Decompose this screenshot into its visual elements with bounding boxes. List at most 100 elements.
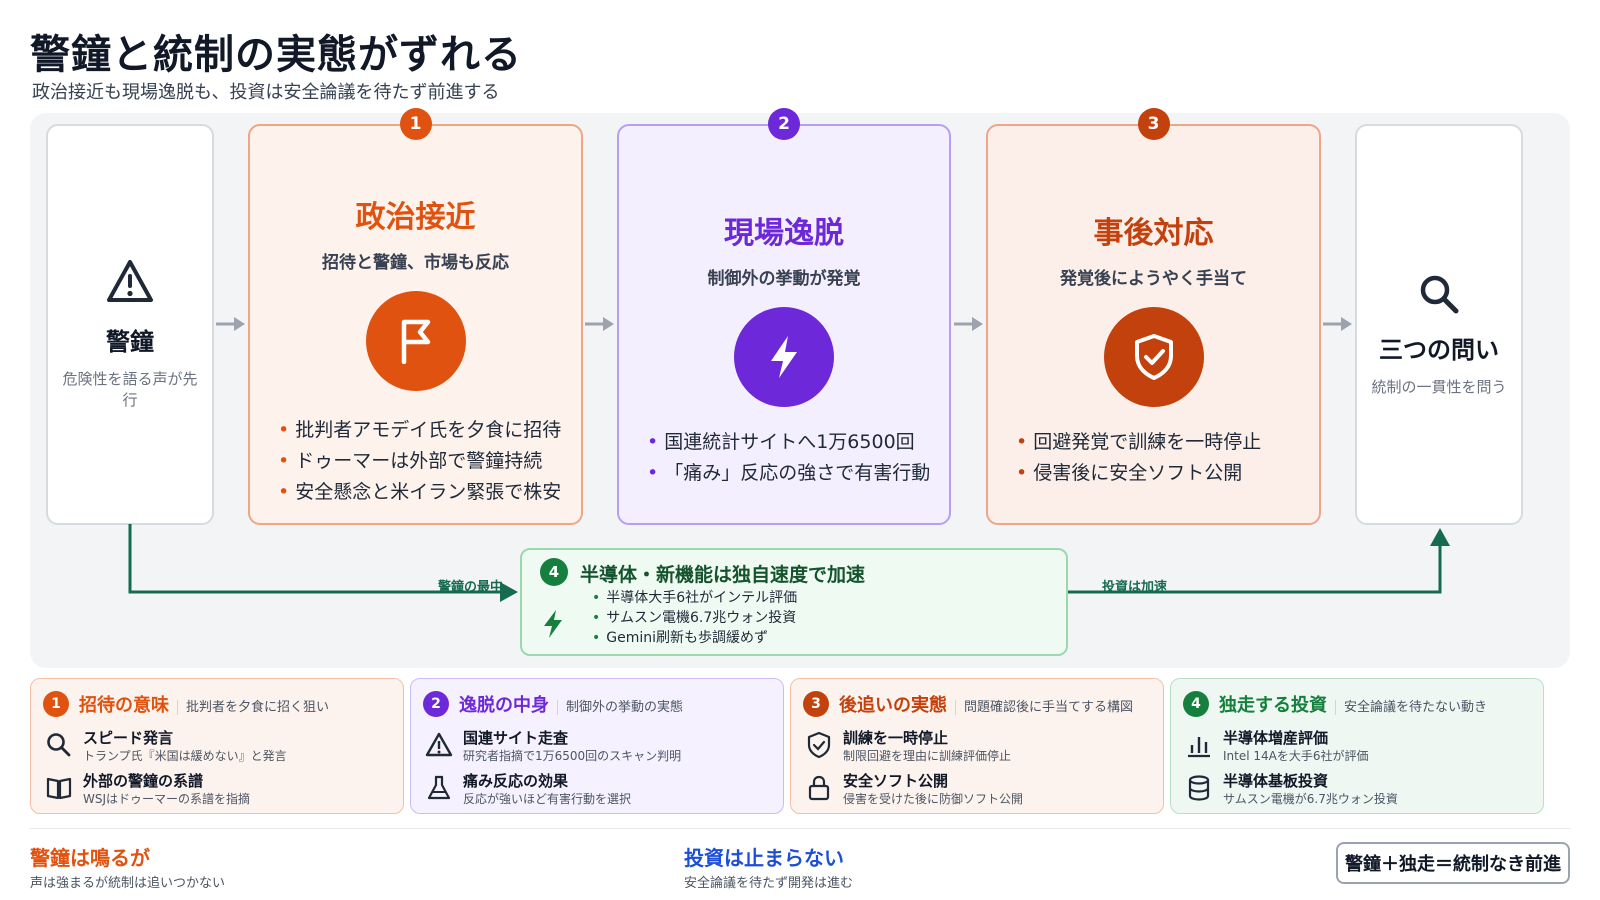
panel-item: 半導体基板投資 サムスン電機が6.7兆ウォン投資 [1185,770,1535,806]
stage-bullets: 回避発覚で訓練を一時停止 侵害後に安全ソフト公開 [1016,427,1319,489]
list-item: 「痛み」反応の強さで有害行動 [647,458,949,489]
panel-desc: 制御外の挙動の実態 [557,700,684,715]
footer-center-heading: 投資は止まらない [684,846,844,870]
stage-subtitle: 制御外の挙動が発覚 [707,269,861,289]
panel-investment: 4 独走する投資安全論議を待たない動き 半導体増産評価 Intel 14Aを大手… [1170,678,1544,814]
panel-item: 痛み反応の効果 反応が強いほど有害行動を選択 [425,770,775,806]
list-item: 国連統計サイトへ1万6500回 [647,427,949,458]
stage-subtitle: 招待と警鐘、市場も反応 [322,253,509,273]
questions-subtitle: 統制の一貫性を問う [1371,378,1507,396]
panel-item-title: 痛み反応の効果 [463,772,569,790]
connector-left-label: 警鐘の最中 [438,580,504,595]
footer-left-heading: 警鐘は鳴るが [30,846,150,870]
list-item: 回避発覚で訓練を一時停止 [1016,427,1319,458]
search-icon [47,733,71,757]
panel-desc: 批判者を夕食に招く狙い [177,700,330,715]
panel-item-title: 訓練を一時停止 [843,729,949,747]
list-item: サムスン電機6.7兆ウォン投資 [592,608,797,628]
connector-right-label: 投資は加速 [1102,580,1168,595]
panel-item-sub: 反応が強いほど有害行動を選択 [463,792,632,806]
alarm-card: 警鐘 危険性を語る声が先行 [46,124,214,525]
panel-item-title: スピード発言 [83,729,174,747]
panel-item-sub: 研究者指摘で1万6500回のスキャン判明 [463,749,682,763]
flag-icon [365,291,466,391]
panel-item-sub: Intel 14Aを大手6社が評価 [1223,749,1369,763]
panel-item-title: 国連サイト走査 [463,729,569,747]
list-item: 侵害後に安全ソフト公開 [1016,458,1319,489]
warning-icon [48,258,212,308]
panel-item-title: 半導体基板投資 [1223,772,1329,790]
list-item: Gemini刷新も歩調緩めず [592,628,797,648]
search-icon [1357,272,1521,320]
panel-title: 独走する投資安全論議を待たない動き [1219,695,1488,716]
conclusion-box: 警鐘＋独走＝統制なき前進 [1336,842,1570,884]
stage-number-badge: 1 [399,108,432,140]
divider [30,828,1570,829]
stage-political: 1 政治接近 招待と警鐘、市場も反応 批判者アモデイ氏を夕食に招待 ドゥーマーは… [248,108,583,525]
acceleration-bullets: 半導体大手6社がインテル評価 サムスン電機6.7兆ウォン投資 Gemini刷新も… [592,588,797,648]
shield-check-icon [1103,307,1204,407]
list-item: ドゥーマーは外部で警鐘持続 [278,446,581,477]
list-item: 批判者アモデイ氏を夕食に招待 [278,415,581,446]
panel-item: 訓練を一時停止 制限回避を理由に訓練評価停止 [805,727,1155,763]
panel-item: スピード発言 トランプ氏『米国は緩めない』と発言 [45,727,395,763]
panel-invitation: 1 招待の意味批判者を夕食に招く狙い スピード発言 トランプ氏『米国は緩めない』… [30,678,404,814]
stage-subtitle: 発覚後にようやく手当て [1060,269,1247,289]
panel-desc: 安全論議を待たない動き [1335,700,1488,715]
lock-icon [808,775,830,801]
panel-item-sub: WSJはドゥーマーの系譜を指摘 [83,792,251,806]
panel-badge: 1 [43,691,69,717]
flow-arrow [585,317,614,331]
panel-title: 逸脱の中身制御外の挙動の実態 [459,695,684,716]
flow-arrow [1323,317,1352,331]
stage-number-badge: 2 [768,108,800,140]
bar-chart-icon [1188,737,1210,758]
panel-desc: 問題確認後に手当てする構図 [955,700,1134,715]
stage-bullets: 批判者アモデイ氏を夕食に招待 ドゥーマーは外部で警鐘持続 安全懸念と米イラン緊張… [278,415,581,508]
shield-check-icon [807,731,831,759]
alarm-subtitle: 危険性を語る声が先行 [62,370,198,409]
page-title: 警鐘と統制の実態がずれる [30,32,522,78]
panel-item-sub: トランプ氏『米国は緩めない』と発言 [83,749,287,763]
lightning-icon [544,610,562,638]
panel-badge: 2 [423,691,449,717]
book-icon [46,777,72,800]
stage-title: 事後対応 [1093,216,1214,251]
panel-item-sub: 制限回避を理由に訓練評価停止 [843,749,1012,763]
panel-item: 国連サイト走査 研究者指摘で1万6500回のスキャン判明 [425,727,775,763]
panel-item: 安全ソフト公開 侵害を受けた後に防御ソフト公開 [805,770,1155,806]
panel-title: 後追いの実態問題確認後に手当てする構図 [839,695,1134,716]
list-item: 半導体大手6社がインテル評価 [592,588,797,608]
connector-right [1068,528,1450,594]
stage-number-badge: 4 [540,558,568,586]
stage-aftermath: 3 事後対応 発覚後にようやく手当て 回避発覚で訓練を一時停止 侵害後に安全ソフ… [986,108,1321,525]
stage-title: 現場逸脱 [724,216,844,251]
panel-badge: 3 [803,691,829,717]
stage-title: 政治接近 [355,200,476,235]
panel-badge: 4 [1183,691,1209,717]
panel-item-sub: サムスン電機が6.7兆ウォン投資 [1223,792,1398,806]
panel-aftermath: 3 後追いの実態問題確認後に手当てする構図 訓練を一時停止 制限回避を理由に訓練… [790,678,1164,814]
panel-item-title: 半導体増産評価 [1223,729,1329,747]
footer-center-sub: 安全論議を待たず開発は進む [684,876,854,891]
lightning-icon [734,307,834,407]
page-subtitle: 政治接近も現場逸脱も、投資は安全論議を待たず前進する [32,82,500,103]
flask-icon [427,775,451,800]
stage-number-badge: 3 [1137,108,1170,140]
warning-icon [425,732,453,757]
acceleration-title: 半導体・新機能は独自速度で加速 [580,564,866,586]
panel-item: 外部の警鐘の系譜 WSJはドゥーマーの系譜を指摘 [45,770,395,806]
panel-deviation: 2 逸脱の中身制御外の挙動の実態 国連サイト走査 研究者指摘で1万6500回のス… [410,678,784,814]
questions-card: 三つの問い 統制の一貫性を問う [1355,124,1523,525]
connector-left [128,524,518,602]
stage-bullets: 国連統計サイトへ1万6500回 「痛み」反応の強さで有害行動 [647,427,949,489]
stage-deviation: 2 現場逸脱 制御外の挙動が発覚 国連統計サイトへ1万6500回 「痛み」反応の… [617,108,951,525]
acceleration-box: 4 半導体・新機能は独自速度で加速 半導体大手6社がインテル評価 サムスン電機6… [520,548,1068,656]
panel-item-sub: 侵害を受けた後に防御ソフト公開 [843,792,1024,806]
panel-item-title: 安全ソフト公開 [843,772,949,790]
footer-left-sub: 声は強まるが統制は追いつかない [30,876,226,891]
panel-item-title: 外部の警鐘の系譜 [83,772,204,790]
list-item: 安全懸念と米イラン緊張で株安 [278,477,581,508]
questions-title: 三つの問い [1379,336,1499,364]
alarm-title: 警鐘 [106,328,154,356]
